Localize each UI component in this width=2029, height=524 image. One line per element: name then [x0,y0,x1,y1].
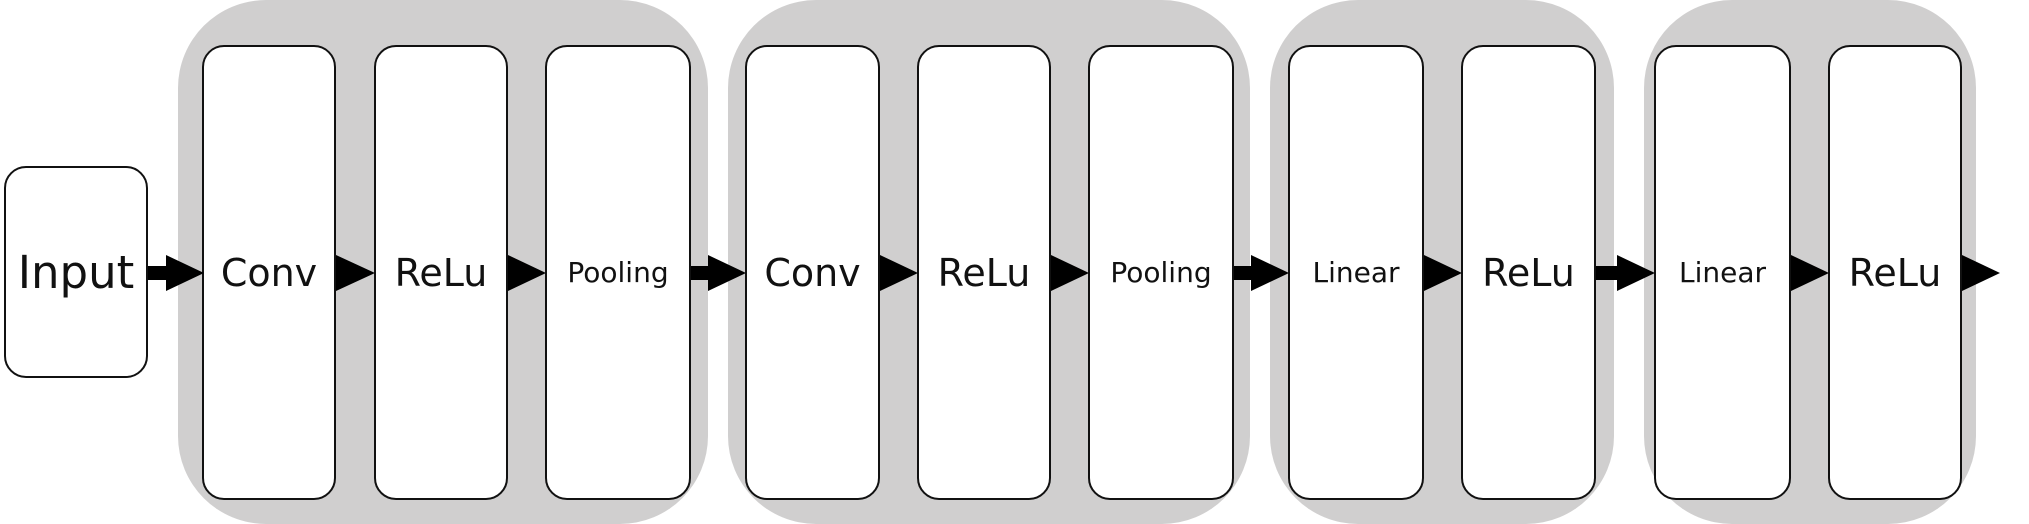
layer-conv-1: Conv [202,45,336,500]
arrow-linear-2-to-relu-4 [1791,255,1829,291]
layer-relu-4: ReLu [1828,45,1962,500]
arrow-relu-1-to-pooling-1 [508,255,546,291]
arrow-relu-2-to-pooling-2 [1051,255,1089,291]
layer-relu-2: ReLu [917,45,1051,500]
layer-conv-2: Conv [745,45,880,500]
arrow-conv-1-to-relu-1 [336,255,375,291]
arrow-relu-3-to-linear-2 [1596,255,1655,291]
arrow-conv-2-to-relu-2 [880,255,918,291]
layer-relu-3: ReLu [1461,45,1596,500]
arrow-pooling-2-to-linear-1 [1234,255,1289,291]
layer-relu-1: ReLu [374,45,508,500]
arrow-input-to-conv-1 [148,255,204,291]
layer-pooling-1: Pooling [545,45,691,500]
arrow-linear-1-to-relu-3 [1424,255,1462,291]
layer-linear-2: Linear [1654,45,1791,500]
layer-pooling-2: Pooling [1088,45,1234,500]
input-node: Input [4,166,148,378]
arrow-relu-4-output [1962,255,2000,291]
arrow-pooling-1-to-conv-2 [691,255,746,291]
layer-linear-1: Linear [1288,45,1424,500]
